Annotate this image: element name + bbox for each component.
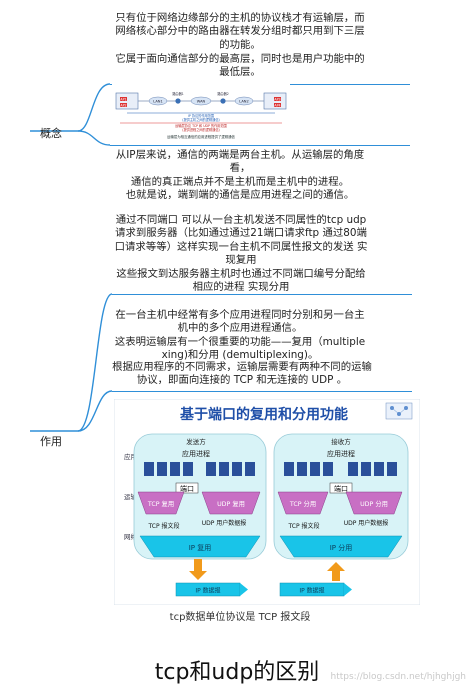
host-right: AP3 AP4	[263, 92, 287, 110]
ip-scope-note: IP 协议的作用范围	[188, 113, 214, 118]
udp-demux-label: UDP 分用	[360, 499, 388, 508]
connector-use-2	[77, 390, 113, 432]
use-node-mux-function: 这表明运输层有一个很重要的功能——复用（multiplexing)和分用 (de…	[114, 336, 366, 362]
host-left: AP1 AP2	[115, 92, 139, 110]
node-underline	[112, 294, 412, 295]
ip-mux-label: IP 复用	[189, 543, 212, 552]
network-bottom-note: 运输层为相互通信的应用进程提供了逻辑通信	[167, 134, 235, 139]
watermark: https://blog.csdn.net/hjhghjgh	[330, 672, 466, 682]
ip-demux-label: IP 分用	[330, 543, 353, 552]
ip-datagram-receiver: IP 数据报	[279, 582, 352, 597]
node-underline	[110, 145, 410, 146]
sender-label: 发送方	[186, 437, 206, 446]
branch-label-concept: 概念	[40, 127, 62, 140]
transport-scope-note: 运输层协议 TCP 和 UDP 的作用范围	[175, 123, 227, 128]
node-label-ap1: AP1	[120, 98, 126, 102]
receiver-up-arrow	[327, 562, 345, 571]
concept-node-endpoint: 通信的真正端点并不是主机而是主机中的进程。	[130, 176, 350, 188]
network-diagram: AP1 AP2 AP3 AP4 LAN1 WAN LAN2 路由器1 路由器2 …	[112, 83, 290, 141]
lan-label-2: LAN2	[239, 99, 249, 103]
router-label-1: 路由器1	[172, 91, 184, 96]
mux-demux-figure: 基于端口的复用和分用功能 应用层 运输层 网络层 发送方 应用进程 端口 TCP…	[114, 399, 420, 605]
receiver-port-label: 端口	[334, 484, 348, 493]
node-label-ap4: AP4	[274, 104, 280, 108]
sender-down-arrow	[189, 571, 207, 580]
page-title: tcp和udp的区别	[154, 660, 320, 685]
concept-node-transport-edge: 只有位于网络边缘部分的主机的协议栈才有运输层，而网络核心部分中的路由器在转发分组…	[115, 12, 365, 51]
tcp-mux-label: TCP 复用	[147, 499, 174, 508]
network-icon	[385, 402, 413, 420]
receiver-app-process: 应用进程	[327, 449, 355, 458]
sender-app-documents	[144, 462, 255, 476]
use-node-multi-process: 在一台主机中经常有多个应用进程同时分别和另一台主机中的多个应用进程通信。	[115, 309, 365, 335]
transport-scope-note-sub: (提供进程之间的逻辑通信)	[182, 127, 220, 132]
receiver-label: 接收方	[331, 437, 351, 446]
mux-figure-title: 基于端口的复用和分用功能	[180, 406, 348, 423]
ip-datagram-sender: IP 数据报	[175, 582, 248, 597]
sender-panel: 发送方 应用进程 端口 TCP 复用 UDP 复用 TCP 报文段 UDP 用户…	[133, 433, 267, 560]
ip-datagram-label-receiver: IP 数据报	[299, 587, 324, 595]
sender-app-process: 应用进程	[182, 449, 210, 458]
branch-label-use: 作用	[40, 435, 62, 448]
ip-datagram-label-sender: IP 数据报	[195, 587, 220, 595]
receiver-app-documents	[284, 462, 397, 476]
receiver-panel: 接收方 应用进程 端口 TCP 分用 UDP 分用 TCP 报文段 UDP 用户…	[273, 433, 409, 560]
udp-mux-label: UDP 复用	[217, 499, 245, 508]
receiver-tcp-segment-label: TCP 报文段	[287, 522, 319, 530]
node-label-ap2: AP2	[120, 104, 126, 108]
concept-node-end-to-end: 也就是说，端到端的通信是应用进程之间的通信。	[125, 189, 355, 201]
use-node-ports: 通过不同端口 可以从一台主机发送不同属性的tcp udp请求到服务器（比如通过通…	[114, 214, 368, 267]
router-label-2: 路由器2	[217, 91, 229, 96]
concept-node-ip-view: 从IP层来说，通信的两端是两台主机。从运输层的角度看，	[115, 149, 365, 175]
concept-node-highest-layer: 它属于面向通信部分的最高层，同时也是用户功能中的最低层。	[115, 53, 365, 79]
node-label-ap3: AP3	[274, 98, 280, 102]
use-node-demux: 这些报文到达服务器主机时也通过不同端口编号分配给相应的进程 实现分用	[116, 268, 366, 294]
figure-caption: tcp数据单位协议是 TCP 报文段	[169, 612, 311, 623]
connector-use-1	[77, 293, 113, 432]
udp-datagram-label: UDP 用户数据报	[202, 519, 247, 527]
connector-concept-2	[77, 130, 111, 146]
receiver-udp-datagram-label: UDP 用户数据报	[344, 519, 389, 527]
tcp-segment-label: TCP 报文段	[147, 522, 179, 530]
use-node-tcp-udp: 根据应用程序的不同需求，运输层需要有两种不同的运输协议，即面向连接的 TCP 和…	[112, 361, 372, 387]
ip-scope-note-sub: (提供主机之间的逻辑通信)	[182, 117, 220, 122]
lan-label-1: LAN1	[153, 99, 163, 103]
node-underline	[112, 391, 412, 392]
wan-label: WAN	[197, 99, 206, 103]
connector-concept-1	[77, 83, 111, 132]
tcp-demux-label: TCP 分用	[289, 499, 316, 508]
sender-port-label: 端口	[180, 484, 194, 493]
